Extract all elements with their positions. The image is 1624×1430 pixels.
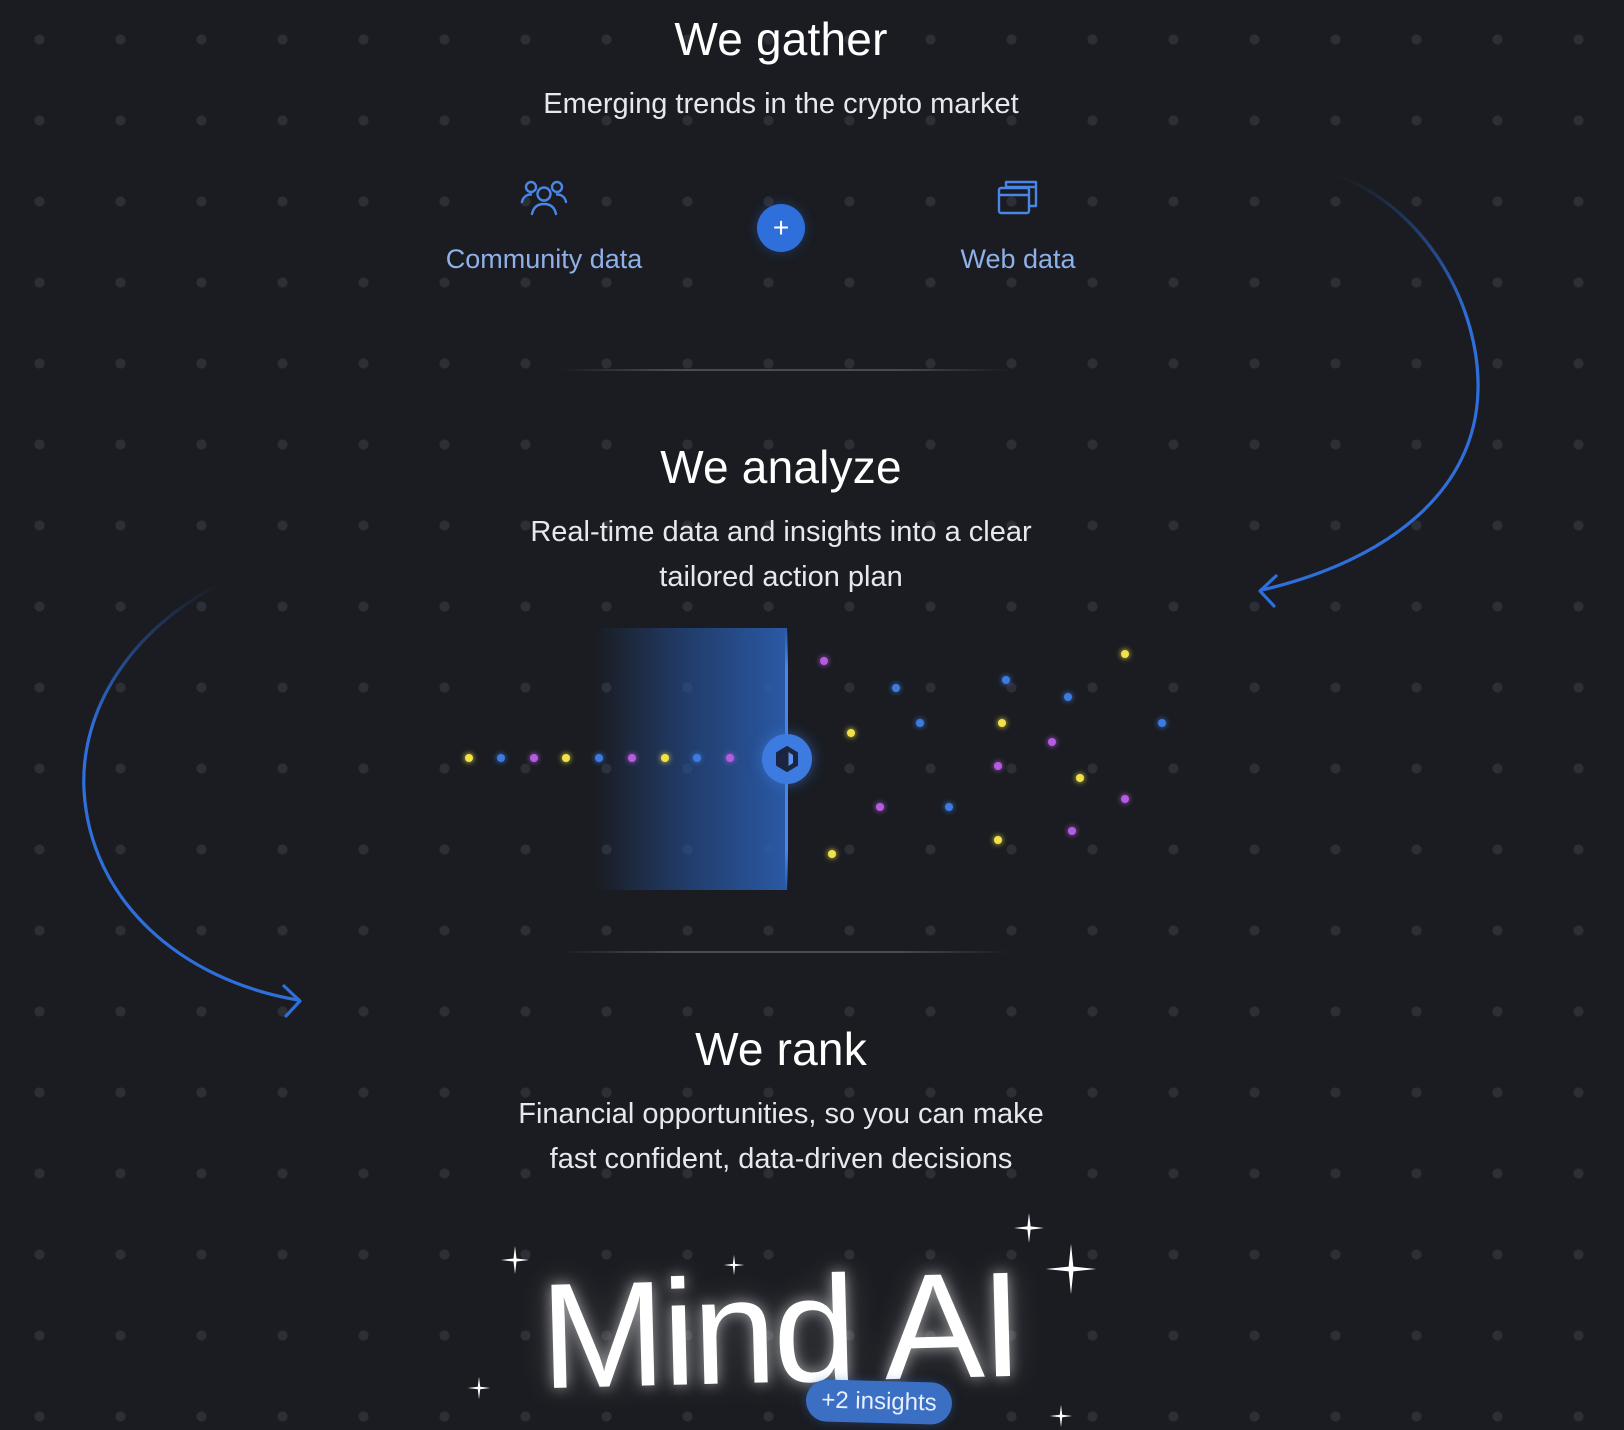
data-point-dot: [726, 754, 734, 762]
rank-title: We rank: [695, 1023, 867, 1075]
rank-subtitle-line-1: Financial opportunities, so you can make: [518, 1098, 1044, 1130]
data-point-dot: [892, 684, 900, 692]
analyze-subtitle-line-2: tailored action plan: [659, 561, 903, 593]
rank-subtitle: Financial opportunities, so you can make…: [0, 1092, 1562, 1182]
data-point-dot: [595, 754, 603, 762]
data-point-dot: [1121, 795, 1129, 803]
data-point-dot: [628, 754, 636, 762]
rank-subtitle-line-2: fast confident, data-driven decisions: [549, 1143, 1013, 1175]
sparkle-icon: [467, 1376, 491, 1400]
data-point-dot: [1002, 676, 1010, 684]
data-point-dot: [994, 836, 1002, 844]
data-point-dot: [562, 754, 570, 762]
analyze-title: We analyze: [660, 441, 902, 493]
sparkle-icon: [723, 1254, 745, 1276]
data-point-dot: [876, 803, 884, 811]
section-divider: [560, 951, 1010, 953]
curved-arrow-icon: [82, 582, 302, 1018]
data-point-dot: [998, 719, 1006, 727]
data-point-dot: [945, 803, 953, 811]
plus-icon: +: [757, 204, 805, 252]
logo-hexagon-icon: [762, 734, 812, 784]
curved-arrow-icon: [1258, 172, 1480, 608]
data-point-dot: [820, 657, 828, 665]
sparkle-icon: [1049, 1404, 1073, 1428]
sparkle-icon: [501, 1246, 529, 1274]
data-point-dot: [916, 719, 924, 727]
analyze-subtitle: Real-time data and insights into a clear…: [0, 510, 1562, 600]
mind-ai-logo: Mind AI: [538, 1239, 1022, 1421]
data-point-dot: [828, 850, 836, 858]
people-group-icon: [520, 178, 568, 223]
data-point-dot: [847, 729, 855, 737]
web-data-label: Web data: [960, 244, 1076, 274]
browser-windows-icon: [997, 178, 1039, 221]
data-point-dot: [497, 754, 505, 762]
data-point-dot: [1158, 719, 1166, 727]
sparkle-icon: [1045, 1243, 1097, 1295]
data-point-dot: [1068, 827, 1076, 835]
gather-subtitle: Emerging trends in the crypto market: [543, 88, 1019, 120]
data-point-dot: [1048, 738, 1056, 746]
data-point-dot: [1064, 693, 1072, 701]
data-point-dot: [693, 754, 701, 762]
data-point-dot: [994, 762, 1002, 770]
data-point-dot: [530, 754, 538, 762]
insights-badge: +2 insights: [805, 1379, 953, 1425]
analyze-subtitle-line-1: Real-time data and insights into a clear: [530, 516, 1032, 548]
analysis-gate: [595, 628, 787, 890]
community-data-label: Community data: [445, 244, 643, 274]
sparkle-icon: [1014, 1213, 1044, 1243]
data-point-dot: [1076, 774, 1084, 782]
data-point-dot: [465, 754, 473, 762]
data-point-dot: [661, 754, 669, 762]
data-point-dot: [1121, 650, 1129, 658]
gather-title: We gather: [674, 13, 888, 65]
section-divider: [560, 369, 1010, 371]
